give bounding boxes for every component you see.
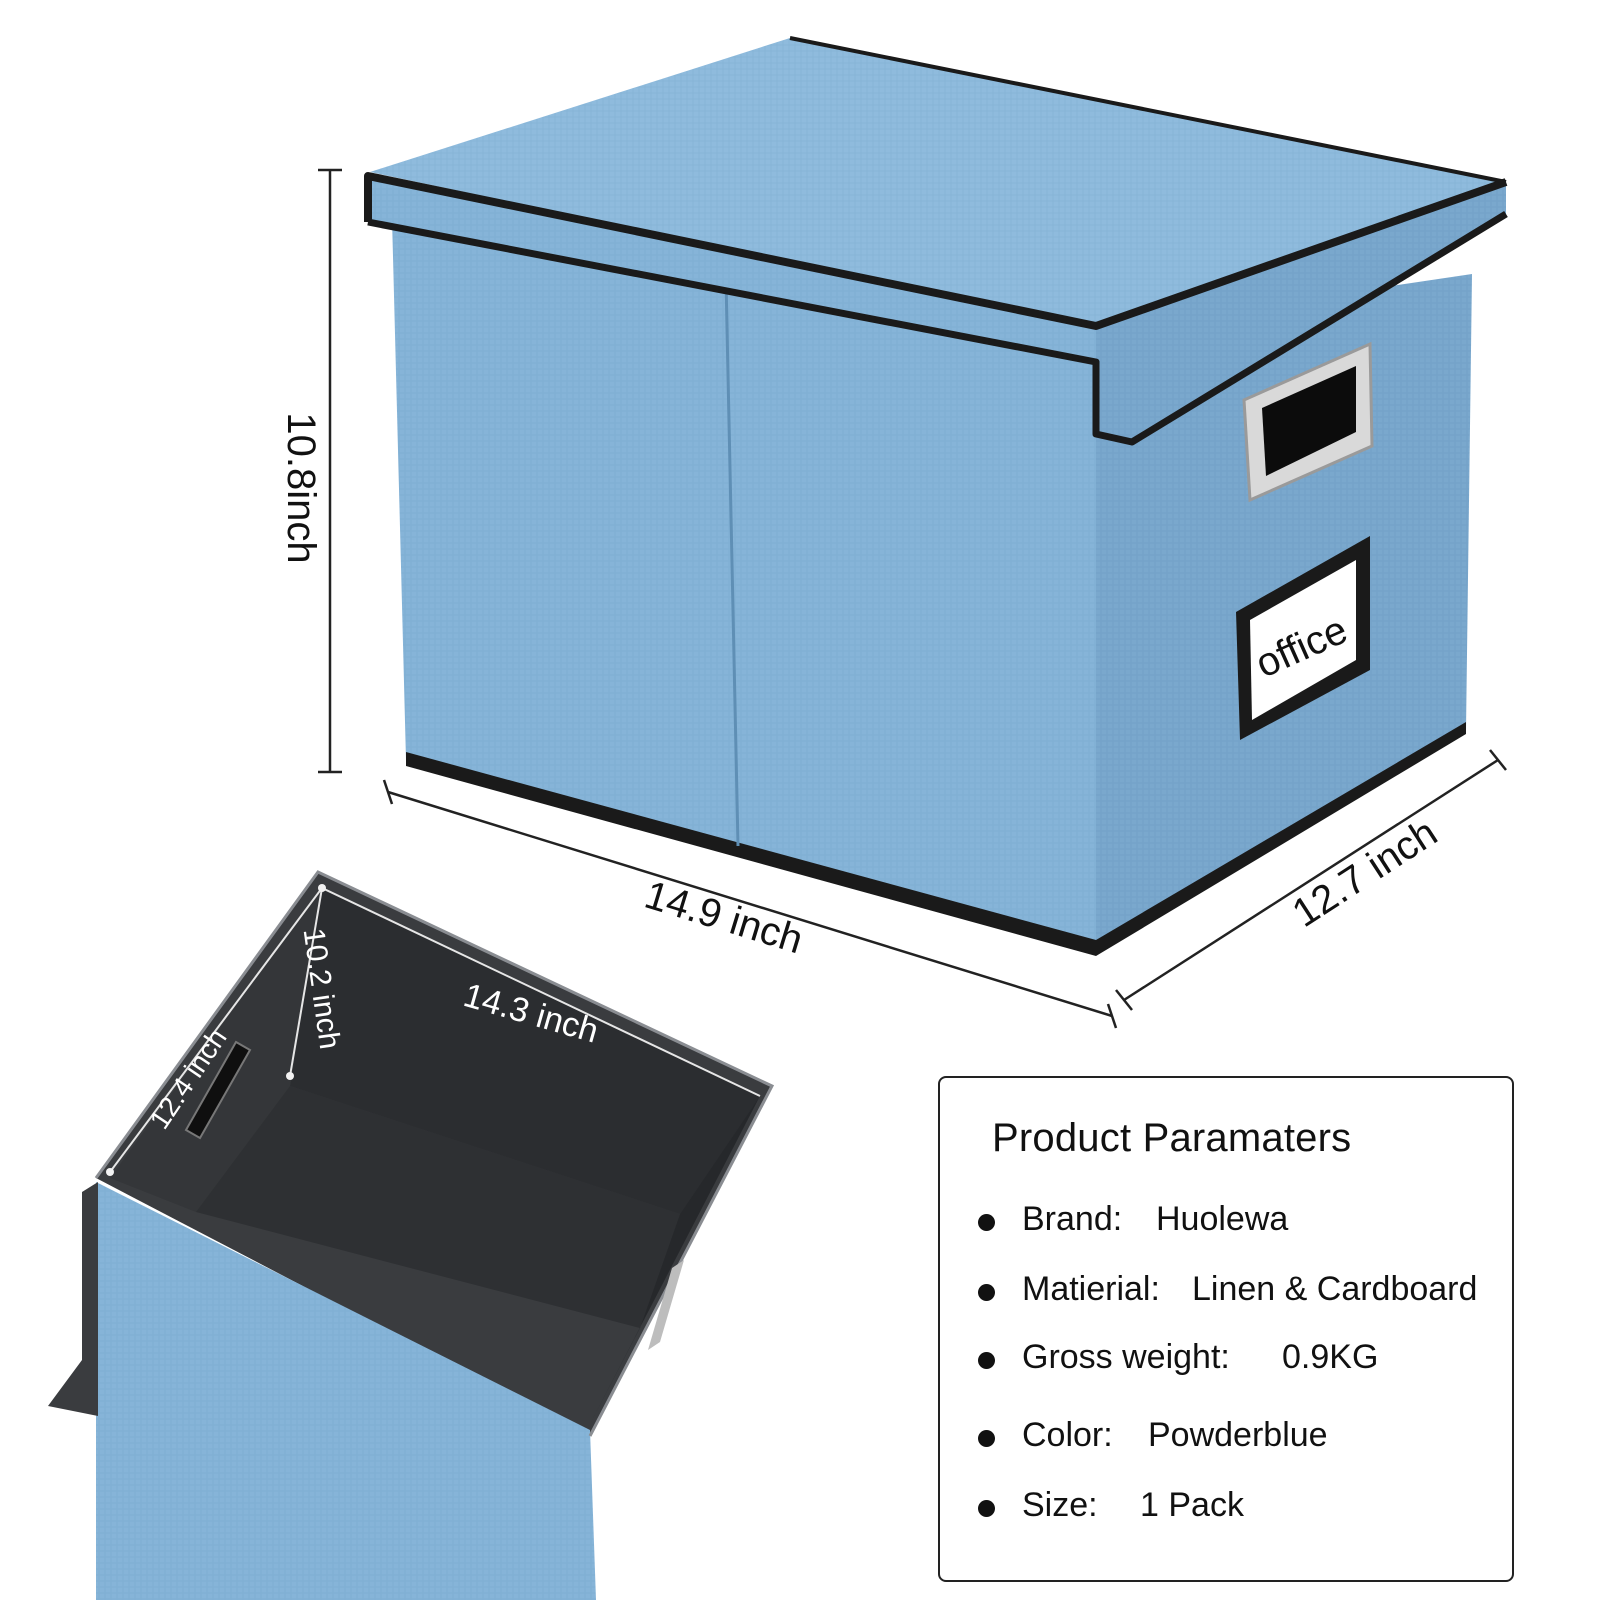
- box-bottom-trim: [406, 722, 1466, 956]
- handle-slot-icon: [1242, 341, 1374, 503]
- param-label: Brand:: [1022, 1200, 1123, 1238]
- param-label: Matierial:: [1022, 1270, 1160, 1308]
- open-storage-box: 10.2 inch 14.3 inch 12.4 inch: [48, 870, 775, 1600]
- param-row-weight: Gross weight: 0.9KG: [940, 1334, 1500, 1384]
- open-box-rim-edge: [94, 870, 775, 1437]
- inner-handle-slot-icon: [184, 1040, 252, 1140]
- param-value: Linen & Cardboard: [1192, 1270, 1478, 1308]
- width-label: 12.7 inch: [1285, 810, 1445, 935]
- param-row-color: Color: Powderblue: [940, 1412, 1500, 1462]
- param-label: Color:: [1022, 1416, 1113, 1454]
- box-lid-side-flap: [1096, 182, 1506, 442]
- bullet-icon: [978, 1352, 995, 1369]
- bullet-icon: [978, 1284, 995, 1301]
- params-title: Product Paramaters: [992, 1116, 1352, 1160]
- open-box-left-flap: [48, 1182, 98, 1416]
- product-parameters-panel: Product Paramaters Brand: Huolewa Matier…: [938, 1076, 1514, 1582]
- open-box-left-wall: [110, 888, 322, 1212]
- closed-storage-box: office: [364, 36, 1508, 956]
- inner-dimension-guides: [106, 884, 761, 1176]
- open-box-front-face: [96, 1182, 596, 1600]
- param-value: Powderblue: [1148, 1416, 1328, 1454]
- param-value: 0.9KG: [1282, 1338, 1379, 1376]
- open-box-right-wall: [590, 1096, 760, 1424]
- box-lid-front-flap: [368, 176, 1096, 362]
- param-row-brand: Brand: Huolewa: [940, 1196, 1500, 1246]
- length-label: 14.9 inch: [640, 873, 808, 963]
- bullet-icon: [978, 1430, 995, 1447]
- height-dimension: 10.8inch: [279, 168, 342, 774]
- inner-right-handle: [648, 1260, 684, 1350]
- param-row-material: Matierial: Linen & Cardboard: [940, 1266, 1500, 1316]
- param-value: 1 Pack: [1140, 1486, 1244, 1524]
- box-lid-top: [370, 38, 1506, 326]
- box-center-seam: [724, 279, 740, 847]
- box-lid-edge-trim: [364, 172, 1508, 330]
- param-row-size: Size: 1 Pack: [940, 1482, 1500, 1532]
- height-label: 10.8inch: [279, 412, 323, 563]
- box-front-face: [392, 218, 1096, 948]
- open-box-floor: [196, 1086, 680, 1328]
- param-label: Size:: [1022, 1486, 1098, 1524]
- bullet-icon: [978, 1214, 995, 1231]
- box-lid-back-trim: [789, 36, 1507, 184]
- open-box-back-wall: [290, 888, 760, 1214]
- param-value: Huolewa: [1156, 1200, 1289, 1238]
- label-holder-icon: office: [1236, 536, 1370, 740]
- box-lid-lower-trim: [367, 211, 1508, 446]
- param-label: Gross weight:: [1022, 1338, 1230, 1376]
- bullet-icon: [978, 1500, 995, 1517]
